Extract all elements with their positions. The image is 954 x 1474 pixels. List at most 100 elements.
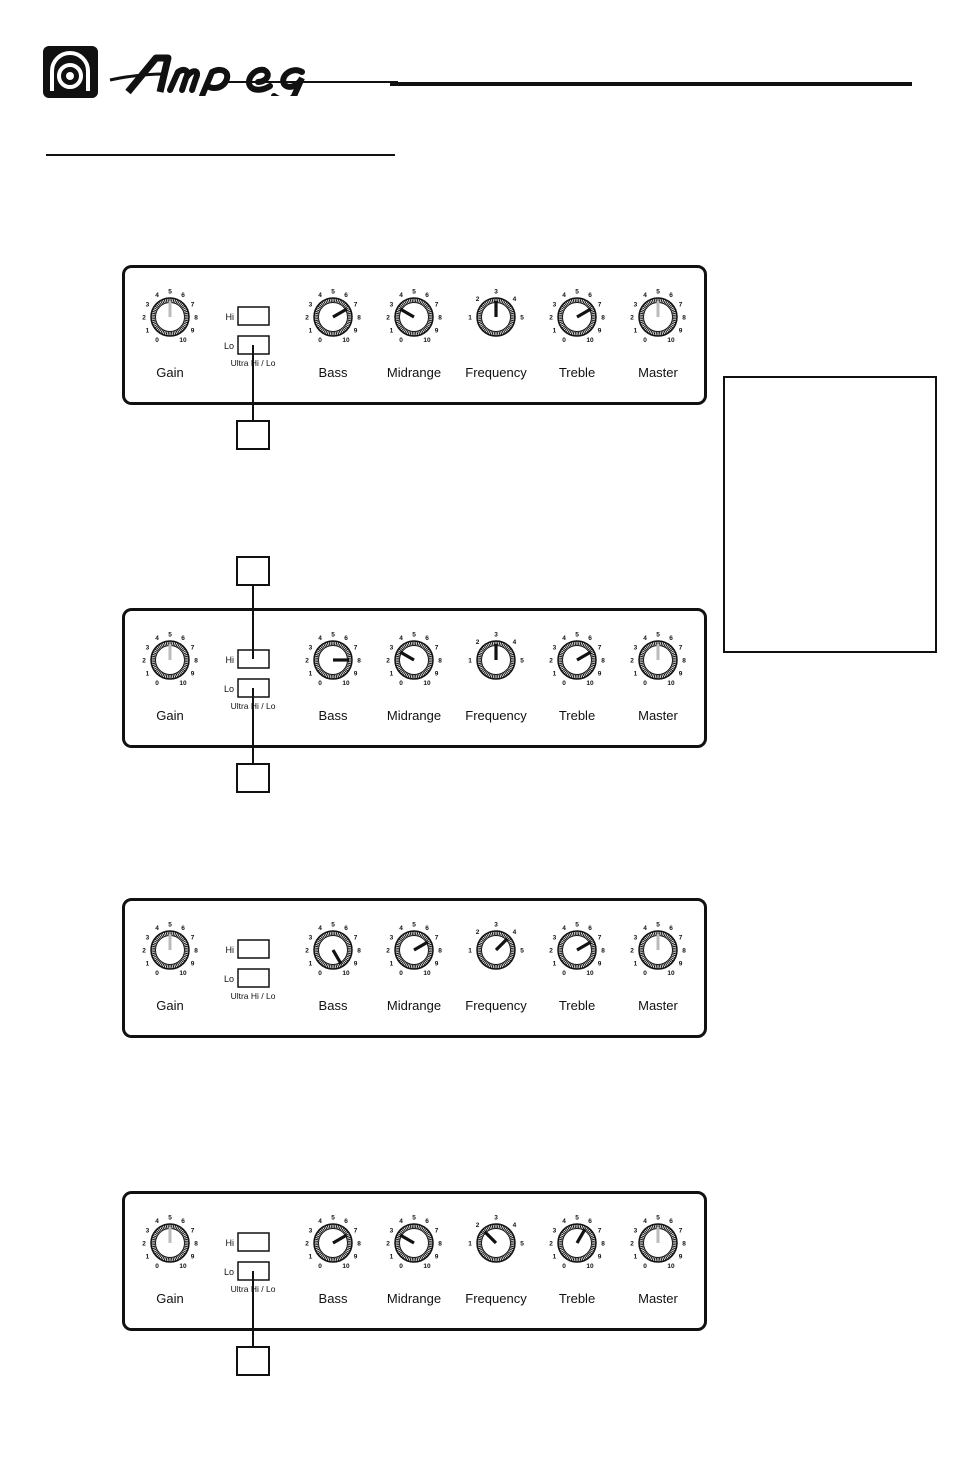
knob-scale-number: 10 xyxy=(586,680,594,687)
knob-scale-number: 2 xyxy=(630,315,634,322)
knob-scale-number: 7 xyxy=(191,645,195,652)
knob-outer-ring xyxy=(150,1223,190,1263)
knob-scale-number: 4 xyxy=(399,292,403,299)
knob-scale-number: 1 xyxy=(309,671,313,678)
knob-scale-number: 6 xyxy=(181,1218,185,1225)
knob-scale-number: 4 xyxy=(318,292,322,299)
knob-scale-number: 10 xyxy=(342,970,350,977)
knob-scale-number: 9 xyxy=(598,671,602,678)
knob-scale-number: 1 xyxy=(390,328,394,335)
knob-scale-number: 9 xyxy=(191,961,195,968)
knob-scale-number: 1 xyxy=(553,671,557,678)
callout-leader-line xyxy=(252,586,254,659)
knob-scale-number: 2 xyxy=(549,948,553,955)
knob-scale-number: 2 xyxy=(549,658,553,665)
knob-scale-number: 3 xyxy=(494,1215,498,1222)
knob-scale-number: 6 xyxy=(588,292,592,299)
knob-scale-number: 9 xyxy=(191,671,195,678)
knob-scale-number: 5 xyxy=(412,632,416,639)
knob-scale-number: 2 xyxy=(476,639,480,646)
ultra-hi-label: Hi xyxy=(226,312,235,322)
ampeg-logo-icon xyxy=(43,46,98,98)
ultra-hi-button[interactable] xyxy=(237,939,270,959)
knob-scale-number: 6 xyxy=(588,1218,592,1225)
knob-scale-number: 1 xyxy=(553,961,557,968)
knob-outer-ring xyxy=(638,297,678,337)
knob-scale-number: 10 xyxy=(586,970,594,977)
ultra-hi-button[interactable] xyxy=(237,306,270,326)
knob-scale-number: 6 xyxy=(344,635,348,642)
knob-scale-number: 1 xyxy=(309,961,313,968)
knob-scale-number: 0 xyxy=(562,337,566,344)
knob-scale-number: 8 xyxy=(194,948,198,955)
ultra-lo-label: Lo xyxy=(224,974,234,984)
knob-outer-ring xyxy=(150,297,190,337)
knob-scale-number: 7 xyxy=(354,1228,358,1235)
knob-scale-number: 7 xyxy=(354,645,358,652)
knob-scale-number: 0 xyxy=(155,970,159,977)
knob-scale-number: 8 xyxy=(194,315,198,322)
knob-scale-number: 8 xyxy=(601,658,605,665)
knob-scale-number: 8 xyxy=(357,658,361,665)
knob-scale-number: 10 xyxy=(586,1263,594,1270)
knob-scale-number: 0 xyxy=(562,970,566,977)
knob-scale-number: 2 xyxy=(305,315,309,322)
ampeg-wordmark xyxy=(109,54,398,96)
knob-scale-number: 0 xyxy=(399,970,403,977)
knob-pointer xyxy=(331,949,343,965)
knob-scale-number: 6 xyxy=(425,292,429,299)
knob-label: Frequency xyxy=(465,998,527,1013)
knob-outer-ring xyxy=(476,930,516,970)
knob-label: Treble xyxy=(559,708,595,723)
ultra-hi-button[interactable] xyxy=(237,1232,270,1252)
knob-scale-number: 8 xyxy=(438,948,442,955)
knob-scale-number: 1 xyxy=(553,1254,557,1261)
knob-scale-number: 1 xyxy=(468,948,472,955)
knob-scale-number: 2 xyxy=(630,658,634,665)
ultra-lo-button[interactable] xyxy=(237,968,270,988)
knob-outer-ring xyxy=(557,297,597,337)
knob-scale-number: 10 xyxy=(423,337,431,344)
knob-scale-number: 4 xyxy=(155,635,159,642)
knob-scale-number: 0 xyxy=(155,680,159,687)
knob-scale-number: 3 xyxy=(309,645,313,652)
knob-pointer xyxy=(576,940,592,952)
knob-outer-ring xyxy=(313,640,353,680)
knob-scale-number: 5 xyxy=(656,922,660,929)
knob-scale-number: 8 xyxy=(194,1241,198,1248)
knob-scale-number: 3 xyxy=(494,289,498,296)
knob-scale-number: 10 xyxy=(586,337,594,344)
knob-scale-number: 9 xyxy=(679,328,683,335)
knob-scale-number: 5 xyxy=(520,315,524,322)
knob-scale-number: 5 xyxy=(331,1215,335,1222)
knob-scale-number: 9 xyxy=(598,1254,602,1261)
knob-scale-number: 2 xyxy=(476,296,480,303)
knob-outer-ring xyxy=(557,930,597,970)
